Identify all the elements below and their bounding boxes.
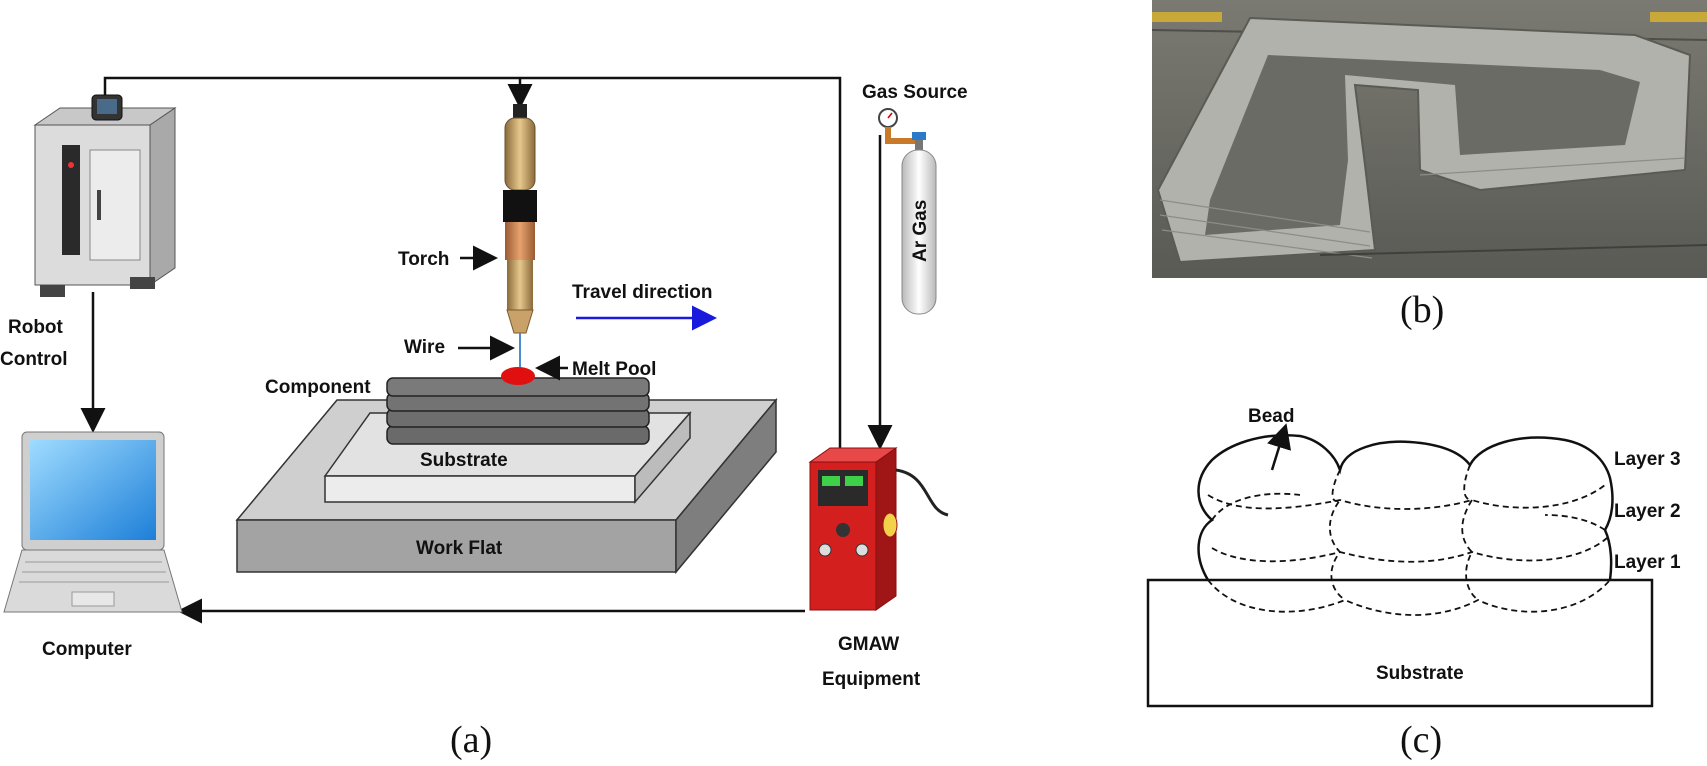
robot-control-label-1: Robot [8, 317, 64, 338]
substrate-block-label: Substrate [1376, 663, 1464, 684]
gmaw-label-2: Equipment [822, 669, 921, 690]
bead-label: Bead [1248, 406, 1294, 427]
ar-gas-label: Ar Gas [910, 200, 931, 262]
laptop-computer [3, 431, 183, 613]
wire-label: Wire [404, 337, 445, 358]
melt-pool [501, 367, 535, 385]
travel-direction-label: Travel direction [572, 282, 712, 303]
layer-1-label: Layer 1 [1614, 552, 1681, 573]
component-layers [386, 377, 650, 445]
panel-c: Substrate Bead Layer 3 Layer 2 Layer 1 (… [1146, 406, 1681, 761]
layer-boundary-2-1 [1211, 537, 1608, 563]
bead-inner-left [1211, 492, 1301, 521]
panel-c-caption: (c) [1400, 719, 1442, 761]
substrate-block [1146, 578, 1654, 708]
bead-stack-outline [1197, 434, 1614, 581]
melt-pool-label: Melt Pool [572, 359, 656, 380]
gas-source-label: Gas Source [862, 82, 968, 103]
bead-arrow [1267, 423, 1292, 471]
gmaw-equipment [808, 447, 949, 611]
layer-3-label: Layer 3 [1614, 449, 1681, 470]
panel-a: Robot Control Computer Work Flat [0, 76, 968, 761]
layer-boundary-3-2 [1207, 484, 1606, 510]
bead-boundary-1 [1328, 469, 1346, 601]
computer-label: Computer [42, 639, 132, 660]
welding-torch [503, 104, 537, 367]
gmaw-label-1: GMAW [838, 634, 899, 655]
component-label: Component [265, 377, 371, 398]
substrate-label: Substrate [420, 450, 508, 471]
torch-label: Torch [398, 249, 449, 270]
printed-part-photo [1151, 0, 1707, 278]
layer-2-label: Layer 2 [1614, 501, 1681, 522]
robot-control-label-2: Control [0, 349, 68, 370]
work-flat-label: Work Flat [416, 538, 503, 559]
panel-b: (b) [1151, 0, 1707, 331]
gas-cylinder [878, 108, 937, 315]
panel-b-caption: (b) [1400, 289, 1444, 331]
bead-inner-right [1544, 514, 1606, 531]
panel-a-caption: (a) [450, 719, 492, 761]
bead-boundary-2 [1461, 464, 1479, 601]
robot-controller [33, 94, 177, 297]
